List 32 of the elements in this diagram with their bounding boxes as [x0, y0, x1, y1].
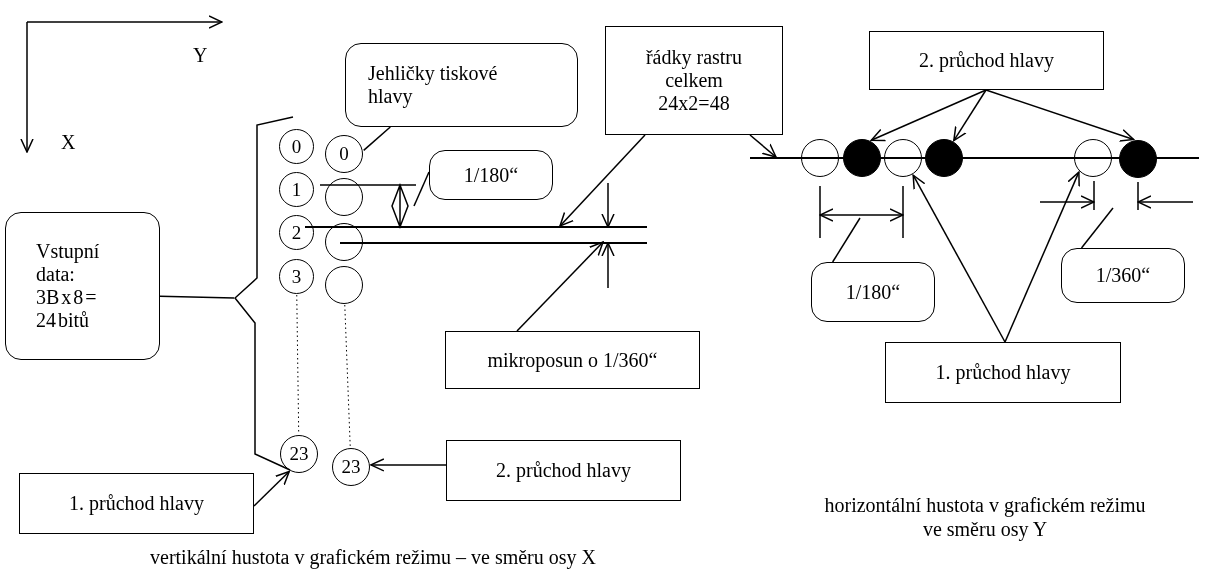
label-box: 2. průchod hlavy — [446, 440, 681, 501]
panel-caption: vertikální hustota v grafickém režimu – ve směru osy X — [150, 546, 596, 569]
arrow — [870, 89, 987, 142]
callout-bubble: 1/360“ — [1061, 248, 1185, 303]
arrow — [253, 470, 290, 507]
arrow — [559, 134, 646, 227]
callout-bubble: 1/180“ — [429, 150, 553, 200]
dot — [843, 139, 881, 177]
arrow — [516, 241, 604, 332]
callout-bubble: Vstupní data: 3B x 8 = 24 bitů — [5, 212, 160, 360]
dot — [925, 139, 963, 177]
arrow — [370, 458, 447, 472]
axis-label: X — [61, 131, 76, 154]
raster-line — [750, 157, 1199, 159]
label-box: řádky rastru celkem 24x2=48 — [605, 26, 783, 135]
dot — [1119, 140, 1157, 178]
callout-bubble: 1/180“ — [811, 262, 935, 322]
label-box: 2. průchod hlavy — [869, 31, 1104, 90]
label-box: 1. průchod hlavy — [885, 342, 1121, 403]
dotted-line — [344, 304, 351, 448]
axis-label: Y — [193, 44, 208, 67]
arrow — [1004, 171, 1080, 343]
label-box: 1. průchod hlavy — [19, 473, 254, 534]
panel-caption: horizontální hustota v grafickém režimu ve směru osy Y — [823, 493, 1147, 541]
raster-line — [305, 226, 647, 228]
arrow — [985, 89, 1135, 142]
arrow — [749, 134, 777, 158]
arrow — [912, 174, 1006, 343]
arrow — [953, 89, 987, 142]
label-box: mikroposun o 1/360“ — [445, 331, 700, 389]
raster-line — [340, 242, 647, 244]
callout-bubble: Jehličky tiskové hlavy — [345, 43, 578, 127]
